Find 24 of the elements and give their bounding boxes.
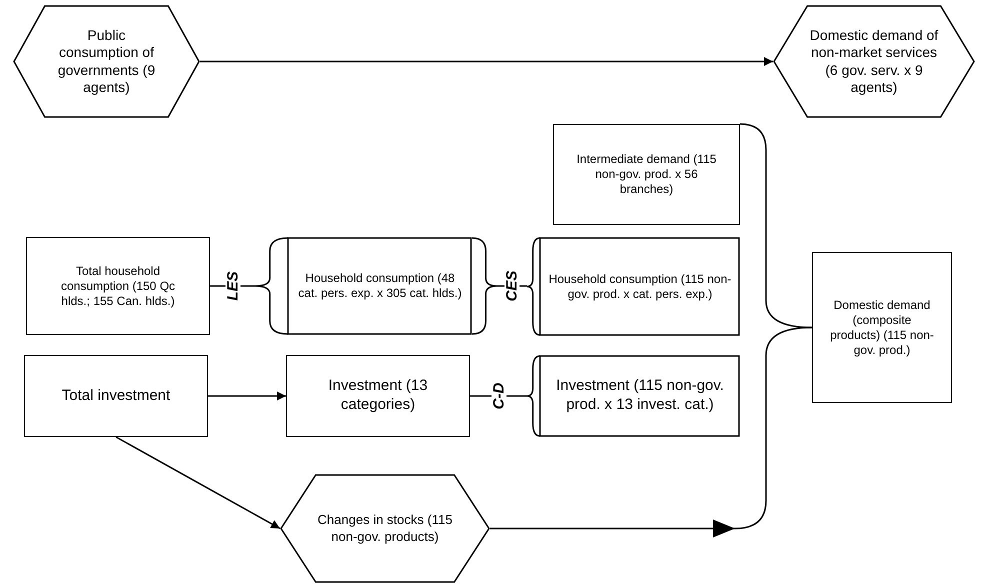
node-label: Domestic demand of non-market services (6 gov. serv. x 9 agents) bbox=[809, 26, 939, 96]
node-label: Household consumption (48 cat. pers. exp. x 305 cat. hlds.) bbox=[297, 271, 463, 301]
arrow bbox=[116, 436, 280, 530]
process-box bbox=[553, 124, 740, 225]
arrow bbox=[208, 392, 286, 400]
process-box bbox=[812, 252, 952, 403]
process-box bbox=[24, 355, 208, 437]
node-label: Investment (13 categories) bbox=[327, 377, 429, 415]
edge-label: C-D bbox=[491, 380, 506, 412]
connector-line bbox=[740, 123, 812, 328]
process-box bbox=[286, 355, 470, 437]
arrow bbox=[490, 326, 812, 538]
edge-label: LES bbox=[225, 269, 240, 303]
node-label: Changes in stocks (115 non-gov. products) bbox=[316, 512, 454, 545]
process-box bbox=[26, 237, 210, 335]
node-label: Public consumption of governments (9 agents) bbox=[56, 26, 156, 96]
node-label: Household consumption (115 non-gov. prod. x cat. pers. exp.) bbox=[548, 272, 732, 302]
node-label: Total household consumption (150 Qc hlds.; 155 Can. hlds.) bbox=[60, 264, 176, 308]
arrow bbox=[200, 57, 773, 66]
node-label: Domestic demand (composite products) (115 non-gov. prod.) bbox=[829, 298, 935, 358]
edge-label: CES bbox=[504, 268, 520, 304]
node-label: Total investment bbox=[62, 386, 170, 406]
node-label: Investment (115 non-gov. prod. x 13 invest. cat.) bbox=[555, 377, 725, 415]
node-label: Intermediate demand (115 non-gov. prod. x 56 branches) bbox=[576, 152, 718, 197]
